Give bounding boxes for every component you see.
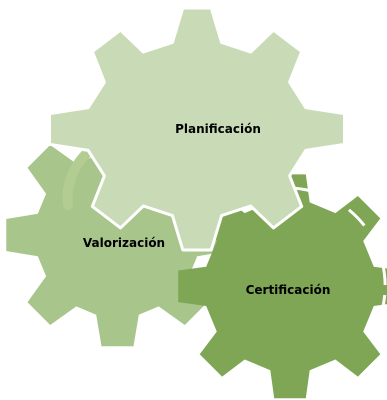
gear-planificacion: Planificación xyxy=(48,6,346,252)
gear-certificacion-shape xyxy=(178,174,387,399)
cycle-arrow-right xyxy=(289,186,387,336)
gear-planificacion-label: Planificación xyxy=(175,122,261,136)
gear-valorizacion-label: Valorización xyxy=(83,236,165,250)
gear-certificacion: Certificación xyxy=(178,174,387,399)
gear-planificacion-shape xyxy=(48,6,346,252)
gear-certificacion-label: Certificación xyxy=(246,283,331,297)
